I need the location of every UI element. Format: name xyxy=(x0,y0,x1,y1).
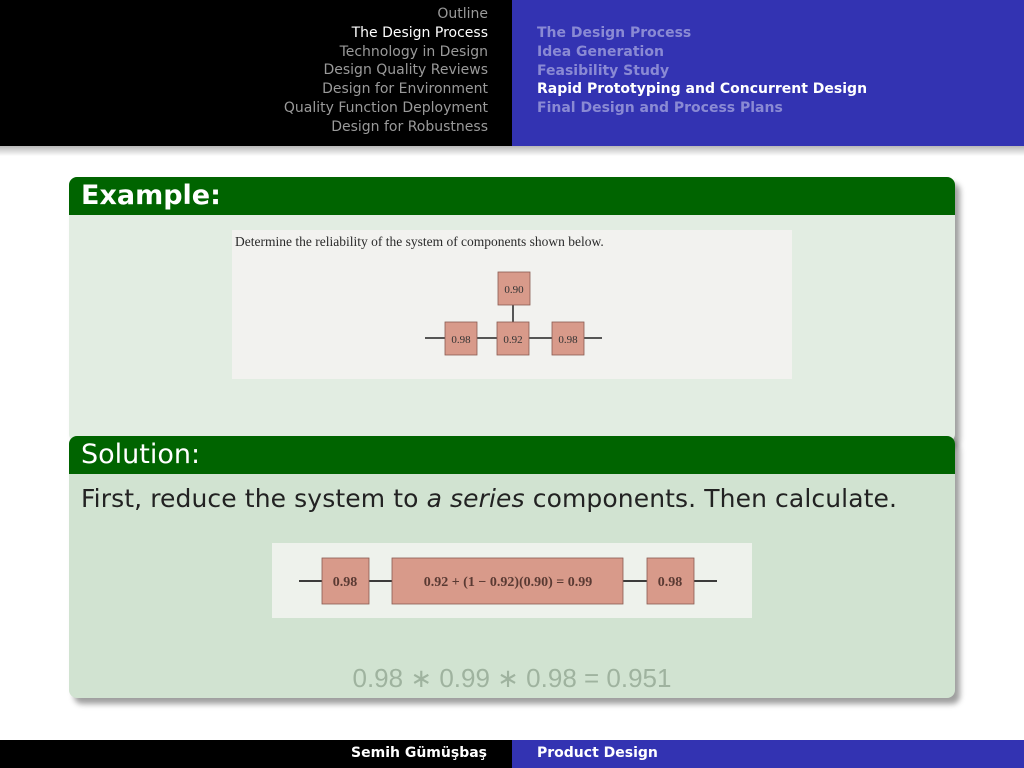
reduced-series-diagram: 0.98 0.92 + (1 − 0.92)(0.90) = 0.99 0.98 xyxy=(272,543,752,618)
section-item-robustness[interactable]: Design for Robustness xyxy=(331,118,488,135)
solution-block: Solution: First, reduce the system to a … xyxy=(69,436,955,698)
reliability-diagram: Determine the reliability of the system … xyxy=(232,230,792,379)
reduced-diagram-svg: 0.98 0.92 + (1 − 0.92)(0.90) = 0.99 0.98 xyxy=(299,557,717,605)
header-shadow xyxy=(0,146,1024,156)
series-label-right: 0.98 xyxy=(658,575,683,590)
footer-title: Product Design xyxy=(537,745,658,761)
component-label-left: 0.98 xyxy=(451,334,471,346)
solution-text-emphasis: a series xyxy=(426,484,525,513)
subsection-item-feasibility[interactable]: Feasibility Study xyxy=(537,62,670,79)
footer-right: Product Design xyxy=(512,740,1024,768)
footer-left: Semih Gümüşbaş xyxy=(0,740,512,768)
header-bar: Outline The Design Process Technology in… xyxy=(0,0,1024,146)
footer-bar: Semih Gümüşbaş Product Design xyxy=(0,740,1024,768)
subsection-item-design-process[interactable]: The Design Process xyxy=(537,25,692,41)
solution-title: Solution: xyxy=(69,436,955,474)
section-item-design-process[interactable]: The Design Process xyxy=(351,24,488,41)
series-label-left: 0.98 xyxy=(333,575,358,590)
component-box-left xyxy=(444,321,478,356)
section-item-quality-reviews[interactable]: Design Quality Reviews xyxy=(323,62,488,79)
result-equation: 0.98 ∗ 0.99 ∗ 0.98 = 0.951 xyxy=(352,663,672,693)
component-label-top: 0.90 xyxy=(504,284,524,296)
section-nav-panel: Outline The Design Process Technology in… xyxy=(0,0,512,146)
component-label-middle: 0.92 xyxy=(503,334,522,346)
example-title: Example: xyxy=(69,177,955,215)
section-item-environment[interactable]: Design for Environment xyxy=(322,81,488,98)
series-label-middle: 0.92 + (1 − 0.92)(0.90) = 0.99 xyxy=(424,575,593,590)
footer-author: Semih Gümüşbaş xyxy=(351,745,487,761)
solution-text: First, reduce the system to a series com… xyxy=(81,484,897,513)
section-item-qfd[interactable]: Quality Function Deployment xyxy=(283,99,488,116)
solution-text-end: components. Then calculate. xyxy=(524,484,898,513)
section-nav: Outline The Design Process Technology in… xyxy=(284,5,488,137)
subsection-nav: The Design Process Idea Generation Feasi… xyxy=(537,24,867,118)
subsection-item-final-design[interactable]: Final Design and Process Plans xyxy=(537,100,783,117)
diagram-svg: 0.90 0.98 0.92 0.98 xyxy=(425,271,602,356)
component-box-top xyxy=(497,271,531,306)
component-label-right: 0.98 xyxy=(558,334,578,346)
component-box-middle xyxy=(496,321,530,356)
example-block: Example: Determine the reliability of th… xyxy=(69,177,955,442)
solution-text-start: First, reduce the system to xyxy=(81,484,427,513)
subsection-item-rapid-prototyping[interactable]: Rapid Prototyping and Concurrent Design xyxy=(537,81,868,98)
series-box-left xyxy=(321,557,370,605)
component-box-right xyxy=(551,321,585,356)
subsection-item-idea-generation[interactable]: Idea Generation xyxy=(537,43,664,60)
diagram-caption: Determine the reliability of the system … xyxy=(235,234,604,249)
subsection-nav-panel: The Design Process Idea Generation Feasi… xyxy=(512,0,1024,146)
series-box-middle xyxy=(391,557,624,605)
section-item-technology[interactable]: Technology in Design xyxy=(339,43,488,60)
series-box-right xyxy=(646,557,695,605)
section-item-outline[interactable]: Outline xyxy=(437,6,488,22)
